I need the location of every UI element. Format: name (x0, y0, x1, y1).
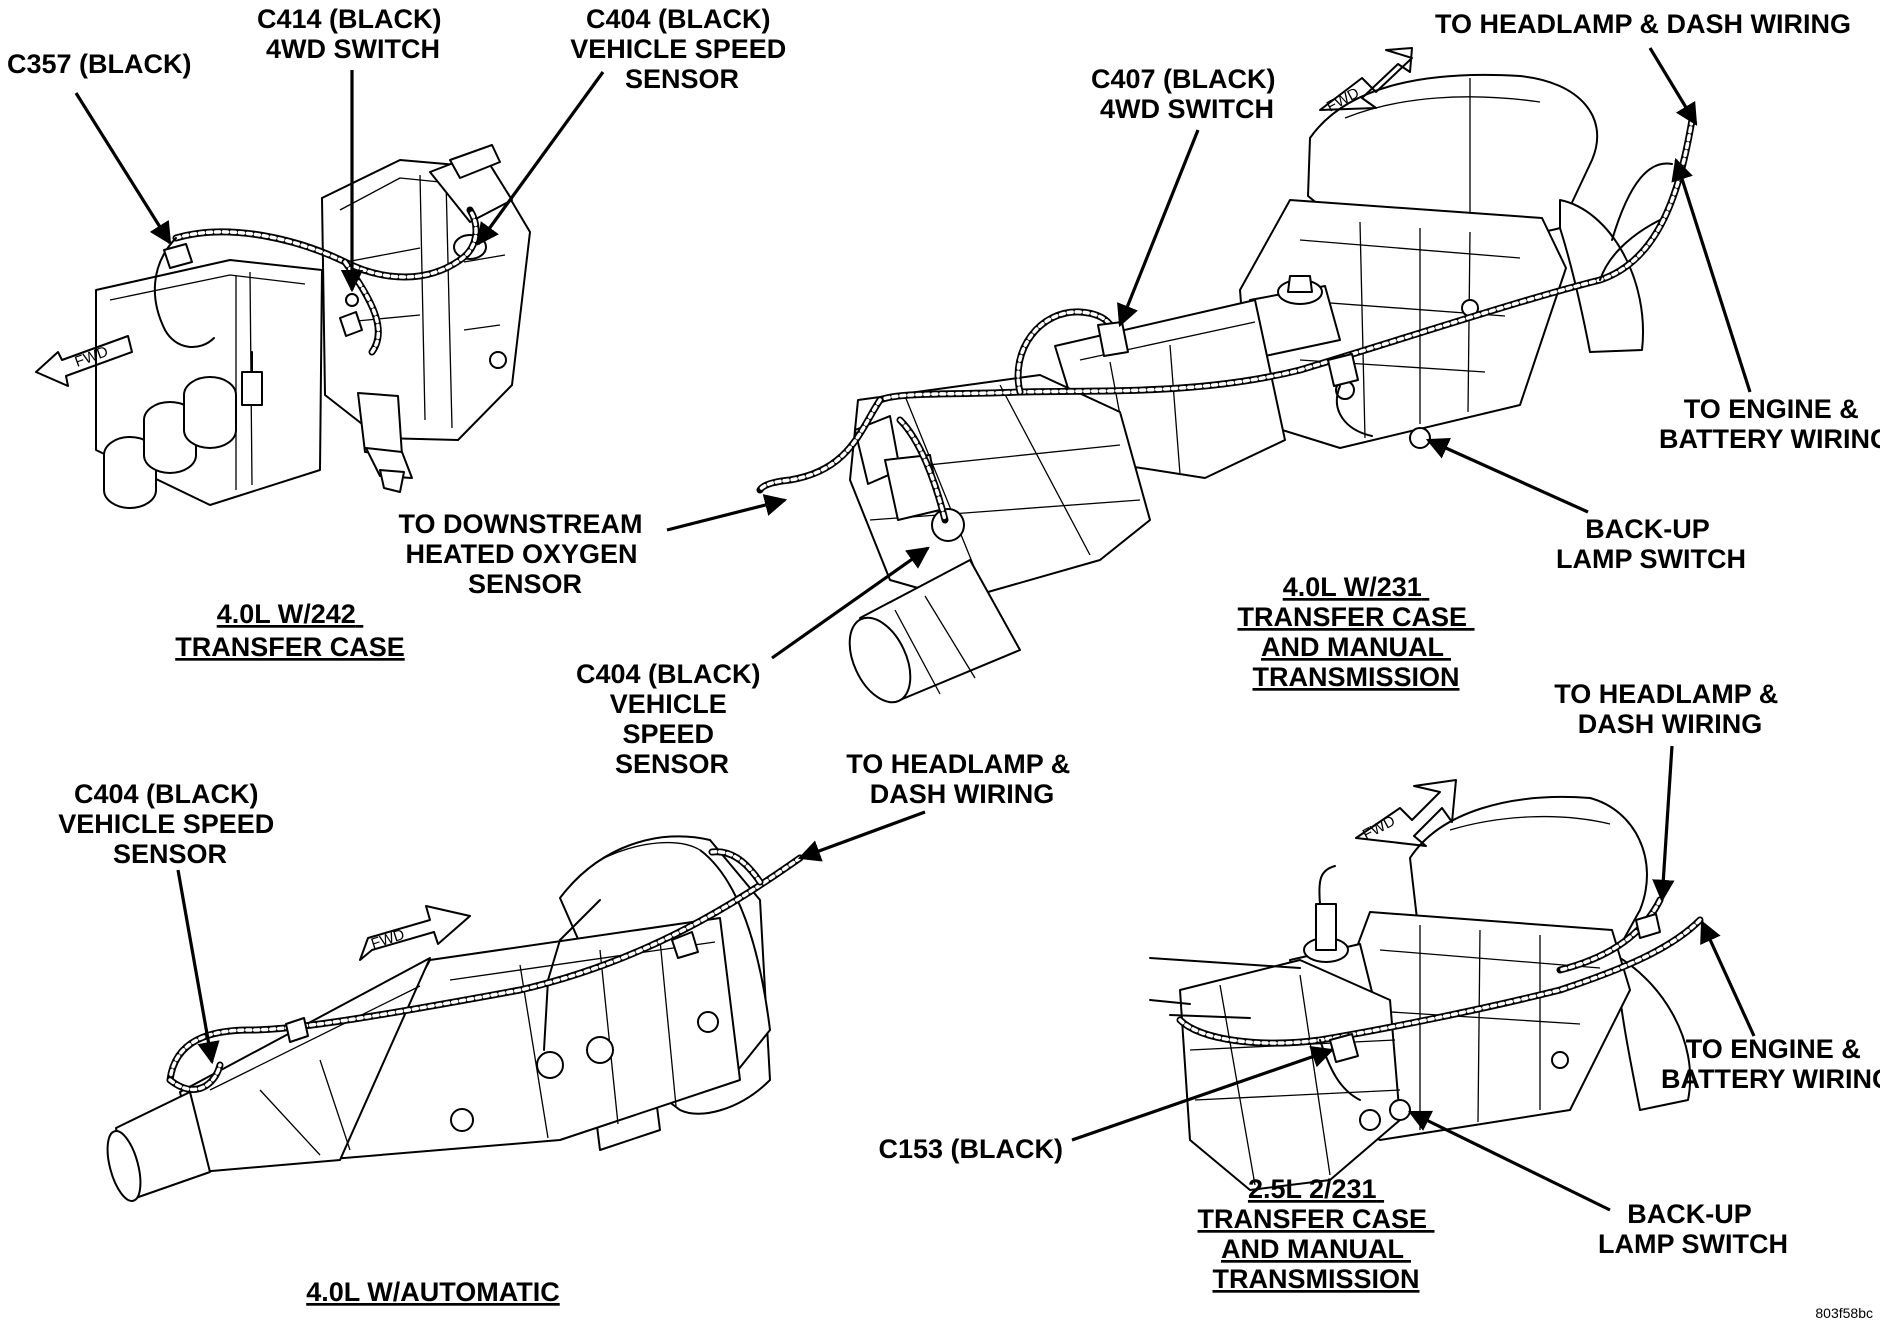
tc242-c357-pointer (74, 92, 172, 245)
tc231-40-oxygen-pointer (666, 494, 788, 532)
tc231-25-fwd-label: FWD (1360, 812, 1398, 843)
panel-tc231-manual-40: FWD TO HEADLAMP & DASH WIRING C407 (BLAC… (398, 9, 1880, 779)
tc242-c357-label: C357 (BLACK) (7, 49, 192, 79)
tc231-25-drawing (1149, 795, 1704, 1191)
tc231-40-drawing (756, 73, 1696, 704)
tc231-25-headlamp-label: TO HEADLAMP & DASH WIRING (1554, 679, 1786, 739)
tc231-40-c404-label: C404 (BLACK) VEHICLE SPEED SENSOR (576, 659, 768, 779)
tc231-40-engine-label: TO ENGINE & BATTERY WIRING (1659, 394, 1880, 454)
tc242-c414-label: C414 (BLACK) 4WD SWITCH (257, 4, 449, 64)
automatic-title: 4.0L W/AUTOMATIC (306, 1277, 560, 1307)
tc231-25-headlamp-pointer (1652, 745, 1675, 903)
tc231-40-c404-pointer (771, 546, 930, 660)
tc231-40-title: 4.0L W/231 TRANSFER CASE AND MANUAL TRAN… (1237, 572, 1474, 692)
figure-code: 803f58bc (1815, 1305, 1873, 1321)
automatic-c404-label: C404 (BLACK) VEHICLE SPEED SENSOR (58, 779, 282, 869)
tc231-25-c153-pointer (1071, 1046, 1335, 1142)
tc231-40-c407-label: C407 (BLACK) 4WD SWITCH (1091, 64, 1283, 124)
tc231-40-c407-pointer (1117, 129, 1200, 328)
automatic-headlamp-pointer (797, 810, 926, 862)
tc231-40-backup-pointer (1425, 438, 1589, 514)
tc231-40-headlamp-pointer (1648, 47, 1698, 126)
panel-tc242: FWD C357 (BLACK) C414 (BLACK) 4WD SWITCH… (7, 4, 794, 662)
panel-automatic: FWD C404 (BLACK) VEHICLE SPEED SENSOR TO… (58, 749, 1078, 1307)
tc231-25-backup-pointer (1407, 1110, 1611, 1212)
automatic-c404-pointer (176, 869, 220, 1065)
tc231-40-engine-pointer (1671, 157, 1752, 393)
tc231-25-engine-pointer (1700, 919, 1756, 1037)
tc231-25-engine-label: TO ENGINE & BATTERY WIRING (1661, 1034, 1880, 1094)
tc231-40-headlamp-label: TO HEADLAMP & DASH WIRING (1435, 9, 1851, 39)
automatic-headlamp-label: TO HEADLAMP & DASH WIRING (846, 749, 1078, 809)
tc242-title: 4.0L W/242 TRANSFER CASE (175, 599, 405, 662)
tc231-40-backup-label: BACK-UP LAMP SWITCH (1556, 514, 1746, 574)
automatic-fwd-label: FWD (369, 926, 407, 953)
tc231-25-title: 2.5L 2/231 TRANSFER CASE AND MANUAL TRAN… (1197, 1174, 1434, 1294)
tc231-25-backup-label: BACK-UP LAMP SWITCH (1598, 1199, 1788, 1259)
tc242-engine-drawing (95, 144, 531, 509)
tc231-25-c153-label: C153 (BLACK) (878, 1134, 1063, 1164)
tc242-c404-pointer (476, 71, 605, 246)
automatic-drawing (106, 835, 804, 1202)
automatic-fwd-arrow: FWD (359, 905, 471, 961)
tc231-40-oxygen-label: TO DOWNSTREAM HEATED OXYGEN SENSOR (398, 509, 650, 599)
tc242-c404-label: C404 (BLACK) VEHICLE SPEED SENSOR (570, 4, 794, 94)
